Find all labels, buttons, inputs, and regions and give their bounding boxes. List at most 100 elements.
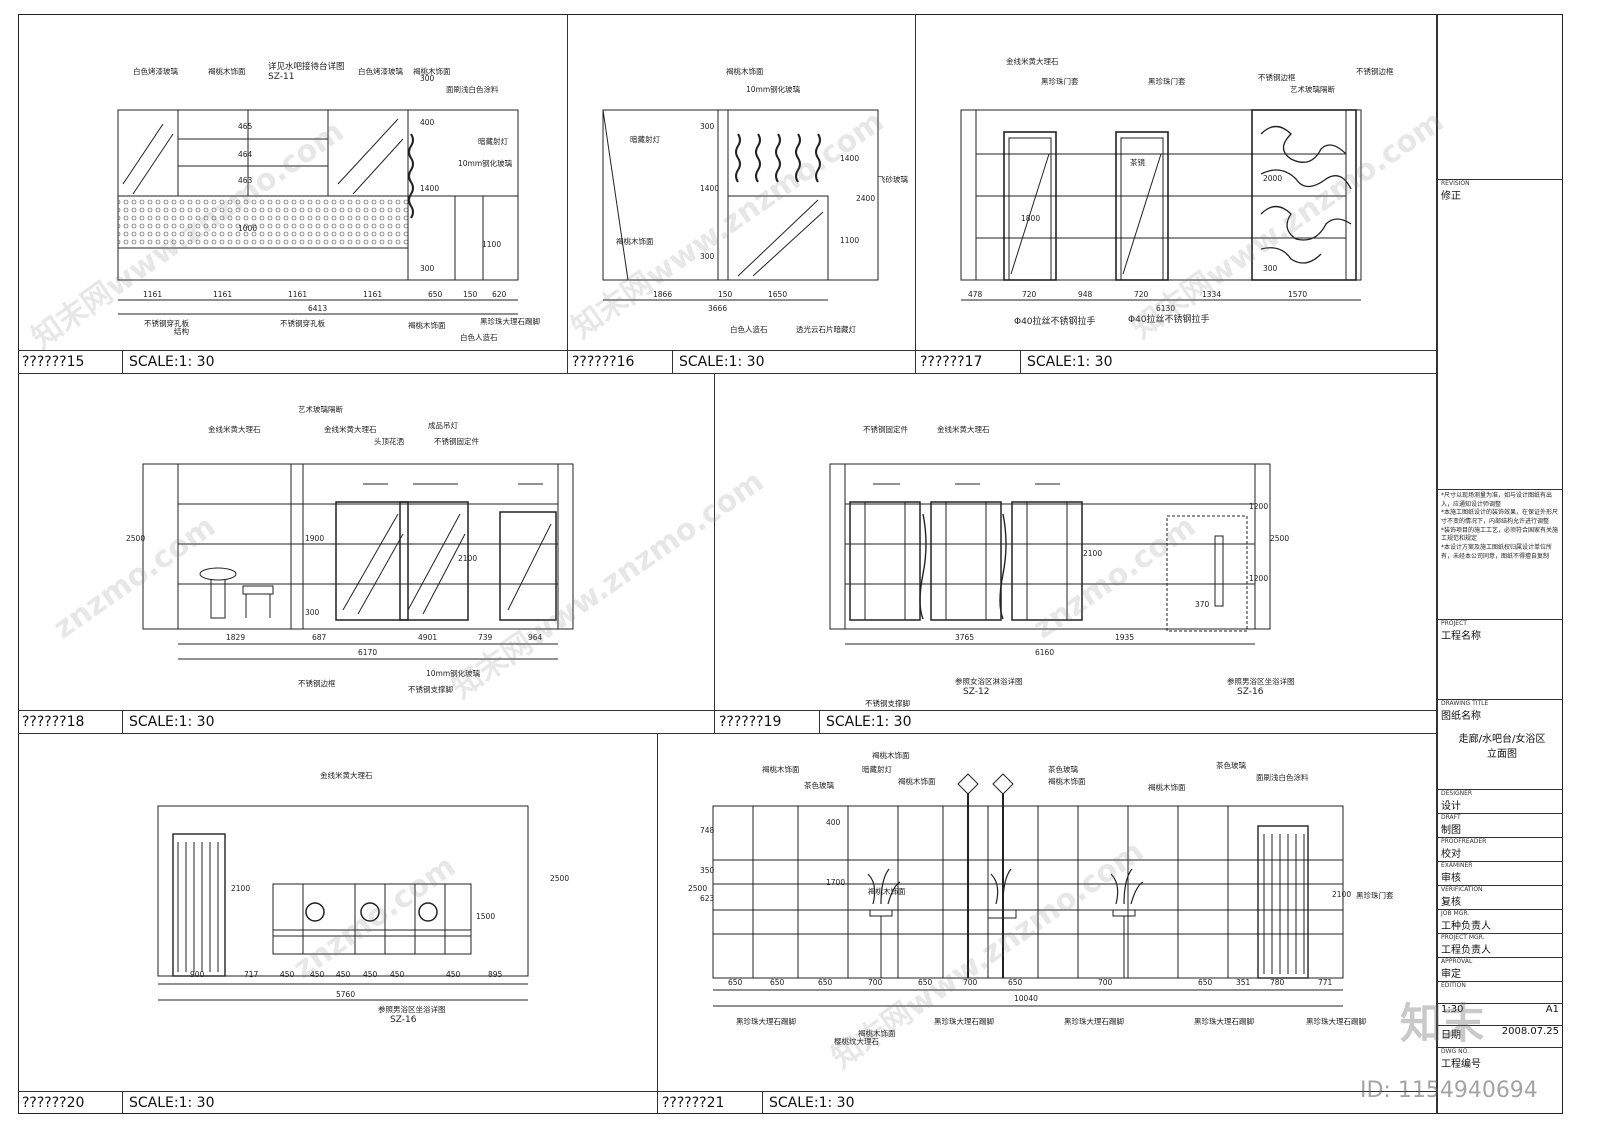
label: 详见水吧接待台详图 xyxy=(268,62,345,72)
dimension: 1400 xyxy=(420,184,440,193)
dimension: 650 xyxy=(770,978,785,987)
designer-label-en: DESIGNER xyxy=(1441,790,1473,797)
dimension: 3765 xyxy=(955,633,975,642)
label: 参照女浴区淋浴详图 xyxy=(955,677,1023,686)
dimension: 900 xyxy=(190,970,205,979)
label: 褐桃木饰面 xyxy=(872,751,910,760)
dimension: 450 xyxy=(446,970,461,979)
dimension: 6170 xyxy=(358,648,378,657)
label: 不锈钢边框 xyxy=(298,679,336,688)
label: 金线米黄大理石 xyxy=(320,771,373,780)
dimension: 300 xyxy=(1263,264,1278,273)
dimension: 1570 xyxy=(1288,290,1308,299)
dimension: 150 xyxy=(463,290,478,299)
dimension: 964 xyxy=(528,633,543,642)
label: 不锈钢支撑脚 xyxy=(408,685,453,694)
dimension: 450 xyxy=(390,970,405,979)
dimension: 2100 xyxy=(1083,549,1103,558)
label: 不锈钢穿孔板 xyxy=(280,319,325,328)
drawing-code: ??????16 xyxy=(568,351,673,373)
label: 金线米黄大理石 xyxy=(937,425,990,434)
dimension: 464 xyxy=(238,150,253,159)
dimension: 450 xyxy=(363,970,378,979)
dimension: 10040 xyxy=(1014,994,1038,1003)
elevation-panel-15: 白色烤漆玻璃 褐桃木饰面 详见水吧接待台详图 SZ-11 白色烤漆玻璃 褐桃木饰… xyxy=(18,14,568,374)
approval-label-en: APPROVAL xyxy=(1441,958,1473,965)
label: 黑珍珠大理石踢脚 xyxy=(1194,1017,1254,1026)
dimension: 6160 xyxy=(1035,648,1055,657)
dimension: 948 xyxy=(1078,290,1093,299)
elevation-panel-20: 金线米黄大理石 参照男浴区坐浴详图 SZ-16 900 717 450 450 … xyxy=(18,734,658,1114)
dimension: 2400 xyxy=(856,194,876,203)
drawing-code: ??????15 xyxy=(18,351,123,373)
label: 黑珍珠大理石踢脚 xyxy=(1064,1017,1124,1026)
dimension: 739 xyxy=(478,633,493,642)
label: 不锈钢支撑脚 xyxy=(865,699,910,708)
elevation-panel-17: 金线米黄大理石 黑珍珠门套 黑珍珠门套 不锈钢边框 不锈钢边框 艺术玻璃隔断 茶… xyxy=(916,14,1437,374)
dimension: 1000 xyxy=(238,224,258,233)
proofreader-label-en: PROOFREADER xyxy=(1441,838,1487,845)
date-cell: 日期 2008.07.25 xyxy=(1438,1025,1563,1047)
dimension: 650 xyxy=(818,978,833,987)
scale-value: 1:30 xyxy=(1441,1004,1464,1015)
dimension: 623 xyxy=(700,894,715,903)
panel-caption: ??????18 SCALE:1: 30 xyxy=(18,710,714,733)
label: 茶色玻璃 xyxy=(804,781,834,790)
label: 10mm钢化玻璃 xyxy=(746,85,801,94)
note: *装饰项目的施工工艺，必须符合国家有关施工规范和规定 xyxy=(1441,526,1559,543)
dimension: 465 xyxy=(238,122,253,131)
dimension: 6413 xyxy=(308,304,328,313)
dimension: 2500 xyxy=(688,884,708,893)
date-value: 2008.07.25 xyxy=(1501,1026,1559,1037)
panel-caption: ??????17 SCALE:1: 30 xyxy=(916,350,1436,373)
dwg-no-label: 工程编号 xyxy=(1441,1059,1481,1070)
dimension: 370 xyxy=(1195,600,1210,609)
dimension: 300 xyxy=(700,252,715,261)
label: 面刷浅白色涂料 xyxy=(1256,773,1309,782)
label: 10mm钢化玻璃 xyxy=(426,669,481,678)
label: 黑珍珠大理石踢脚 xyxy=(736,1017,796,1026)
drawing-title-cell: DRAWING TITLE 图纸名称 走廊/水吧台/女浴区 立面图 xyxy=(1438,699,1563,789)
project-manager-cell: PROJECT MGR. 工程负责人 xyxy=(1438,933,1563,957)
drawing-name: 走廊/水吧台/女浴区 xyxy=(1458,734,1546,745)
label: 10mm钢化玻璃 xyxy=(458,159,513,168)
label: 艺术玻璃隔断 xyxy=(298,405,343,414)
label: 不锈钢固定件 xyxy=(434,437,479,446)
drawing-scale: SCALE:1: 30 xyxy=(1027,354,1113,370)
dimension: 400 xyxy=(420,118,435,127)
label: 暗藏射灯 xyxy=(862,765,892,774)
dimension: 650 xyxy=(918,978,933,987)
drawing-scale: SCALE:1: 30 xyxy=(129,714,215,730)
dimension: 300 xyxy=(420,264,435,273)
elevation-panel-21: 褐桃木饰面 茶色玻璃 暗藏射灯 褐桃木饰面 褐桃木饰面 茶色玻璃 褐桃木饰面 褐… xyxy=(658,734,1437,1114)
drawing-code: ??????20 xyxy=(18,1092,123,1114)
examiner-label-en: EXAMINER xyxy=(1441,862,1473,869)
label: 金线米黄大理石 xyxy=(208,425,261,434)
dimension: 2100 xyxy=(1332,890,1352,899)
dimension: 895 xyxy=(488,970,503,979)
elevation-panel-16: 褐桃木饰面 10mm钢化玻璃 暗藏射灯 飞砂玻璃 褐桃木饰面 白色人造石 透光云… xyxy=(568,14,916,374)
label: 白色人造石 xyxy=(730,325,768,334)
project-manager-label: 工程负责人 xyxy=(1441,945,1491,956)
note: *本施工图纸设计的装饰效果，在保证外形尺寸不变的情况下，内部结构允许进行调整 xyxy=(1441,509,1559,526)
elevation-panel-18: 艺术玻璃隔断 金线米黄大理石 金线米黄大理石 头顶花洒 成品吊灯 不锈钢固定件 … xyxy=(18,374,715,734)
dimension: 1900 xyxy=(305,534,325,543)
general-notes: *尺寸以现场测量为准，如与设计图纸有出入，应通知设计师调整 *本施工图纸设计的装… xyxy=(1438,489,1563,619)
project-label-en: PROJECT xyxy=(1441,620,1467,627)
label: 透光云石片暗藏灯 xyxy=(796,325,856,334)
job-manager-cell: JOB MGR.工种负责人 xyxy=(1438,909,1563,933)
label: 黑珍珠大理石踢脚 xyxy=(934,1017,994,1026)
dimension: 1334 xyxy=(1202,290,1222,299)
dimension: 1700 xyxy=(826,878,846,887)
dimension: 650 xyxy=(428,290,443,299)
verification-label-en: VERIFICATION xyxy=(1441,886,1483,893)
project-manager-label-en: PROJECT MGR. xyxy=(1441,934,1485,941)
dimension: 650 xyxy=(1198,978,1213,987)
designer-label: 设计 xyxy=(1441,801,1461,812)
drawing-scale: SCALE:1: 30 xyxy=(129,354,215,370)
label: 参照男浴区坐浴详图 xyxy=(378,1005,446,1014)
